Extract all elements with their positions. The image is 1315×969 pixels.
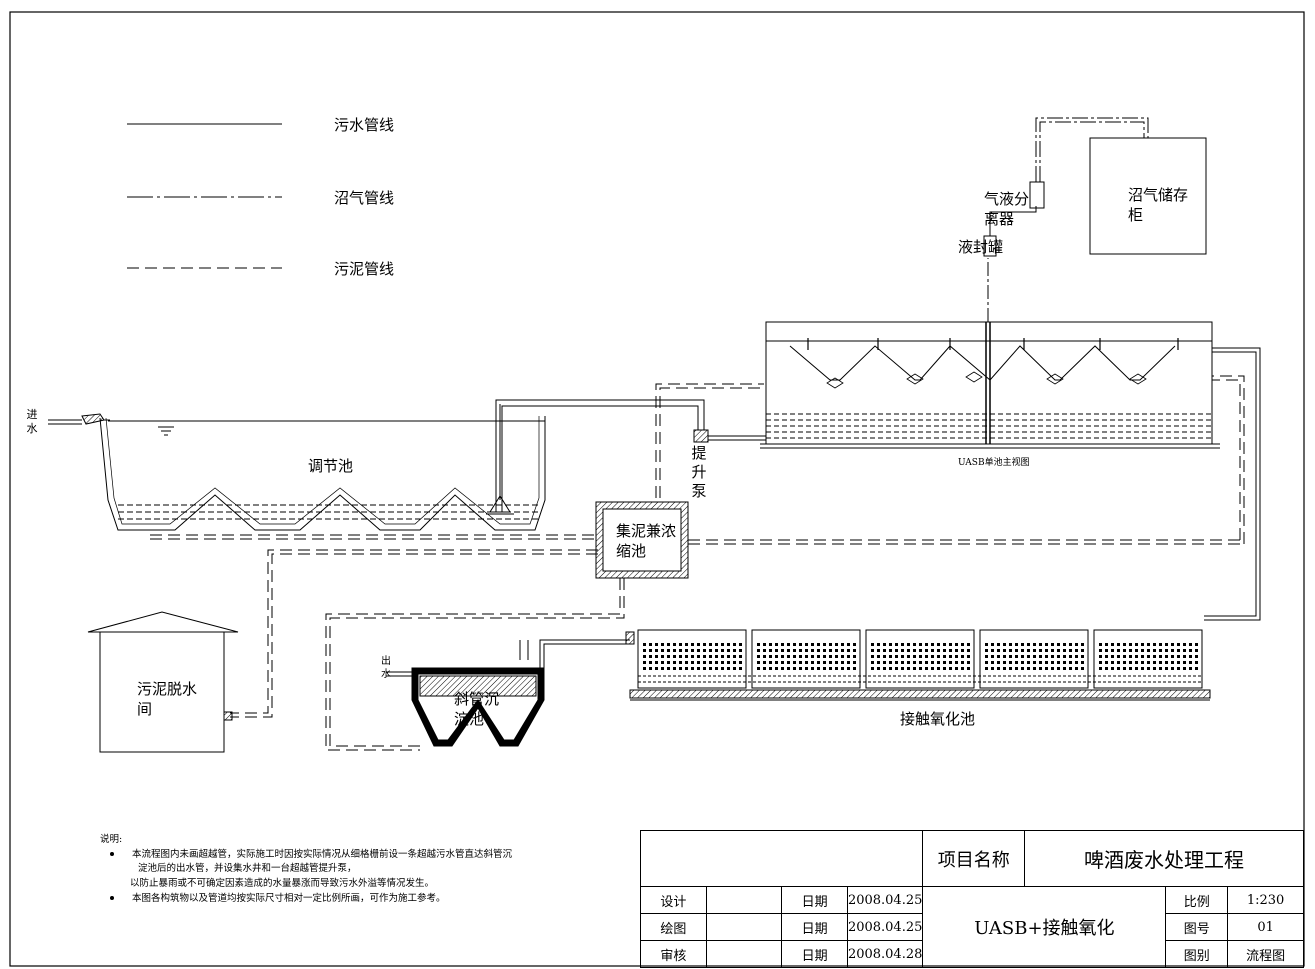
label-gas-liquid-separator: 气液分离器	[984, 190, 1030, 228]
signature-drawing	[705, 913, 783, 941]
date-design: 2008.04.25	[846, 886, 924, 914]
project-name: 啤酒废水处理工程	[1024, 830, 1304, 887]
label-inclined-tube-settler: 斜管沉淀池	[454, 690, 500, 728]
uasb-effluent-pipe	[1204, 347, 1261, 621]
notes-line-3: 以防止暴雨或不可确定因素造成的水量暴涨而导致污水外溢等情况发生。	[130, 878, 435, 890]
role-design: 设计	[640, 886, 707, 914]
scale-label: 比例	[1165, 886, 1229, 914]
date-review: 2008.04.28	[846, 940, 924, 968]
type-value: 流程图	[1227, 940, 1304, 968]
legend-label-biogas: 沼气管线	[334, 189, 395, 207]
number-label: 图号	[1165, 913, 1229, 941]
scale-value: 1:230	[1227, 886, 1304, 914]
label-uasb-caption: UASB单池主视图	[958, 458, 1030, 468]
sludge-dewatering-house	[87, 611, 239, 753]
project-label: 项目名称	[922, 830, 1026, 887]
notes-line-4: 本图各构筑物以及管道均按实际尺寸相对一定比例所画，可作为施工参考。	[132, 892, 446, 904]
drawing-title: UASB+接触氧化	[922, 886, 1167, 968]
type-label: 图别	[1165, 940, 1229, 968]
title-block: 项目名称 啤酒废水处理工程 设计 日期 2008.04.25 UASB+接触氧化…	[639, 830, 1304, 968]
signature-review	[705, 940, 783, 968]
date-label-design: 日期	[781, 886, 848, 914]
regulating-tank	[99, 404, 546, 531]
inlet-pipe	[48, 413, 110, 425]
notes-line-1: 本流程图内未画超越管，实际施工时因按实际情况从细格栅前设一条超越污水管直达斜管沉	[132, 848, 513, 860]
label-inlet: 进水	[26, 408, 38, 435]
bullet-icon	[110, 896, 114, 901]
legend-label-sludge: 污泥管线	[334, 260, 395, 278]
notes-line-4-wrap: 本图各构筑物以及管道均按实际尺寸相对一定比例所画，可作为施工参考。	[100, 892, 570, 907]
inclined-tube-settler	[386, 667, 545, 747]
pump-pipe	[495, 399, 766, 512]
label-sludge-dewatering: 污泥脱水间	[137, 680, 198, 718]
label-lift-pump: 提升泵	[691, 444, 707, 500]
notes-line-1-wrap: 本流程图内未画超越管，实际施工时因按实际情况从细格栅前设一条超越污水管直达斜管沉	[100, 848, 570, 863]
title-block-blank	[639, 830, 924, 887]
drawing-frame	[9, 11, 1305, 967]
biogas-pipe	[983, 117, 1149, 257]
legend-label-sewage: 污水管线	[334, 116, 395, 134]
label-sludge-thickener: 集泥兼浓缩池	[616, 522, 677, 560]
signature-design	[705, 886, 783, 914]
date-drawing: 2008.04.25	[846, 913, 924, 941]
uasb-reactor	[760, 258, 1220, 449]
biogas-storage-tank	[1089, 137, 1207, 255]
label-regulating-tank: 调节池	[308, 457, 354, 475]
label-outlet: 出水	[381, 656, 391, 680]
design-notes: 说明: 本流程图内未画超越管，实际施工时因按实际情况从细格栅前设一条超越污水管直…	[100, 833, 570, 907]
bullet-icon	[110, 852, 114, 857]
date-label-drawing: 日期	[781, 913, 848, 941]
role-review: 审核	[640, 940, 707, 968]
label-water-seal-tank: 液封罐	[958, 238, 1004, 256]
notes-title: 说明:	[100, 834, 123, 845]
notes-line-2: 淀池后的出水管，并设集水井和一台超越管提升泵，	[138, 863, 357, 875]
date-label-review: 日期	[781, 940, 848, 968]
sludge-thickener	[595, 501, 689, 579]
role-drawing: 绘图	[640, 913, 707, 941]
sludge-pipes	[150, 375, 1245, 751]
label-biogas-storage: 沼气储存柜	[1128, 186, 1189, 224]
number-value: 01	[1227, 913, 1304, 941]
label-contact-oxidation: 接触氧化池	[900, 710, 976, 728]
contact-oxidation-tank	[629, 629, 1211, 701]
